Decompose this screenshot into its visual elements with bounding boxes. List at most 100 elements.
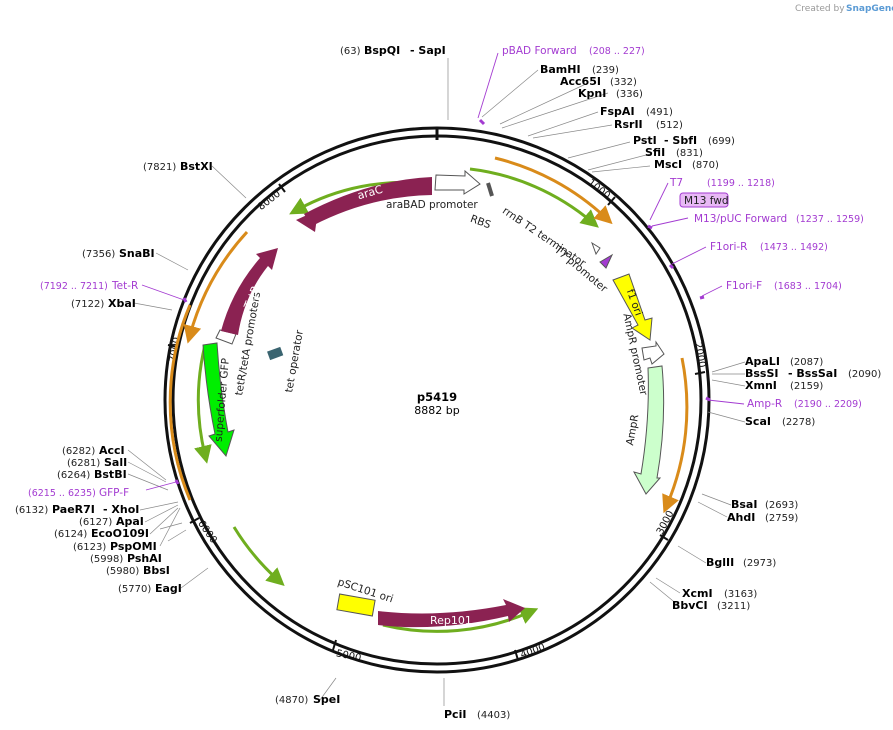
araC-feature[interactable]: [304, 177, 432, 226]
site-spei[interactable]: SpeI: [313, 693, 340, 706]
site-xbai[interactable]: XbaI: [108, 297, 136, 310]
site-pos-snabi: (7356): [82, 249, 115, 260]
site-pos-xbai: (7122): [71, 299, 104, 310]
primer-pos-m13-puc-forward: (1237 .. 1259): [796, 214, 864, 225]
site-sbfi[interactable]: - SbfI: [664, 134, 697, 147]
site-bbsi[interactable]: BbsI: [143, 564, 170, 577]
site-pos-acc65i: (332): [610, 77, 637, 88]
araBAD-promoter-label: araBAD promoter: [386, 199, 478, 211]
rep101-feature[interactable]: [378, 599, 525, 628]
site-bstxi[interactable]: BstXI: [180, 160, 213, 173]
site-pos-xcmi: (3163): [724, 589, 757, 600]
tick-label-2000: 2000: [692, 342, 707, 369]
site-eagi[interactable]: EagI: [155, 582, 182, 595]
primer-pos-pbad-forward: (208 .. 227): [589, 46, 645, 57]
site-bsai[interactable]: BsaI: [731, 498, 757, 511]
site-pcii[interactable]: PciI: [444, 708, 466, 721]
primer-pos-f1ori-r: (1473 .. 1492): [760, 242, 828, 253]
primer-f1ori-r[interactable]: F1ori-R: [710, 241, 747, 253]
site-pos-ahdi: (2759): [765, 513, 798, 524]
site-xcmi[interactable]: XcmI: [682, 587, 713, 600]
ampR-feature[interactable]: [632, 365, 665, 495]
site-acc65i[interactable]: Acc65I: [560, 75, 601, 88]
site-psti[interactable]: PstI: [633, 134, 657, 147]
primer-t7[interactable]: T7: [669, 177, 683, 189]
site-pos-bglii: (2973): [743, 558, 776, 569]
site-kpni[interactable]: KpnI: [578, 87, 606, 100]
primer-pos-gfp-f: (6215 .. 6235): [28, 488, 96, 499]
primer-amp-r[interactable]: Amp-R: [747, 398, 782, 410]
primer-pos-t7: (1199 .. 1218): [707, 178, 775, 189]
tet-operator-feature[interactable]: [267, 346, 284, 361]
site-rsrii[interactable]: RsrII: [614, 118, 643, 131]
orf-arc-green-1: [469, 167, 599, 228]
site-pos-paer7i: (6132): [15, 505, 48, 516]
primer-f1ori-f[interactable]: F1ori-F: [726, 280, 762, 292]
site-snabi[interactable]: SnaBI: [119, 247, 155, 260]
tick-label-5000: 5000: [335, 648, 362, 664]
site-pos-scai: (2278): [782, 417, 815, 428]
rbs-label: RBS: [469, 213, 493, 232]
site-paer7i[interactable]: PaeR7I: [52, 503, 95, 516]
site-leaders: [127, 58, 746, 706]
orf-arc-orange-4: [183, 230, 249, 344]
site-pos-rsrii: (512): [656, 120, 683, 131]
tick-label-4000: 4000: [519, 642, 547, 661]
site-ecoo109i[interactable]: EcoO109I: [91, 527, 149, 540]
site-pspomi[interactable]: PspOMI: [110, 540, 157, 553]
primer-pos-tet-r: (7192 .. 7211): [40, 281, 108, 292]
tetR-feature[interactable]: [221, 248, 278, 335]
site-ahdi[interactable]: AhdI: [727, 511, 755, 524]
site-pos-msci: (870): [692, 160, 719, 171]
site-pos-apai: (6127): [79, 517, 112, 528]
orf-arc-green-2: [382, 607, 539, 633]
site-pos-bstxi: (7821): [143, 162, 176, 173]
araBAD-promoter-feature[interactable]: [434, 169, 481, 195]
tet-operator-label: tet operator: [283, 329, 306, 394]
site-sapi[interactable]: - SapI: [410, 44, 446, 57]
t7-promoter-feature[interactable]: [599, 253, 614, 269]
psc101-ori-feature[interactable]: [336, 593, 376, 617]
site-scai[interactable]: ScaI: [745, 415, 771, 428]
site-bglii[interactable]: BglII: [706, 556, 734, 569]
orf-arc-green-4: [194, 344, 212, 464]
site-acci[interactable]: AccI: [99, 444, 125, 457]
site-pshai[interactable]: PshAI: [127, 552, 162, 565]
primer-tet-r[interactable]: Tet-R: [111, 280, 138, 292]
site-sali[interactable]: SalI: [104, 456, 127, 469]
site-fspai[interactable]: FspAI: [600, 105, 635, 118]
primer-pbad-forward[interactable]: pBAD Forward: [502, 45, 577, 57]
site-bbvci[interactable]: BbvCI: [672, 599, 708, 612]
primer-m13-fwd: M13 fwd: [684, 195, 729, 207]
site-pos-bsai: (2693): [765, 500, 798, 511]
ampR-label: AmpR: [624, 413, 641, 446]
primer-gfp-f[interactable]: GFP-F: [99, 487, 129, 499]
site-pos-bspqi: (63): [340, 46, 361, 57]
site-bsssi[interactable]: BssSI: [745, 367, 779, 380]
sfgfp-feature[interactable]: [202, 342, 235, 458]
site-pos-ecoo109i: (6124): [54, 529, 87, 540]
site-apali[interactable]: ApaLI: [745, 355, 780, 368]
site-pos-bbvci: (3211): [717, 601, 750, 612]
site-bspqi[interactable]: BspQI: [364, 44, 400, 57]
site-bsssai[interactable]: - BssSaI: [788, 367, 837, 380]
site-pos-pspomi: (6123): [73, 542, 106, 553]
m13-fwd-badge[interactable]: [679, 192, 729, 208]
site-apai[interactable]: ApaI: [116, 515, 144, 528]
site-msci[interactable]: MscI: [654, 158, 682, 171]
site-sfii[interactable]: SfiI: [645, 146, 665, 159]
site-pos-spei: (4870): [275, 695, 308, 706]
site-pos-fspai: (491): [646, 107, 673, 118]
site-xmni[interactable]: XmnI: [745, 379, 777, 392]
rrnB-feature[interactable]: [591, 241, 601, 256]
site-bamhi[interactable]: BamHI: [540, 63, 581, 76]
site-xhoi[interactable]: - XhoI: [103, 503, 139, 516]
primer-m13-puc-forward[interactable]: M13/pUC Forward: [694, 213, 787, 225]
site-pos-eagi: (5770): [118, 584, 151, 595]
tick-marks: [167, 128, 706, 661]
site-bstbi[interactable]: BstBI: [94, 468, 127, 481]
rbs-feature[interactable]: [486, 182, 494, 197]
ampR-promoter-feature[interactable]: [641, 340, 665, 365]
f1-ori-feature[interactable]: [612, 273, 653, 341]
